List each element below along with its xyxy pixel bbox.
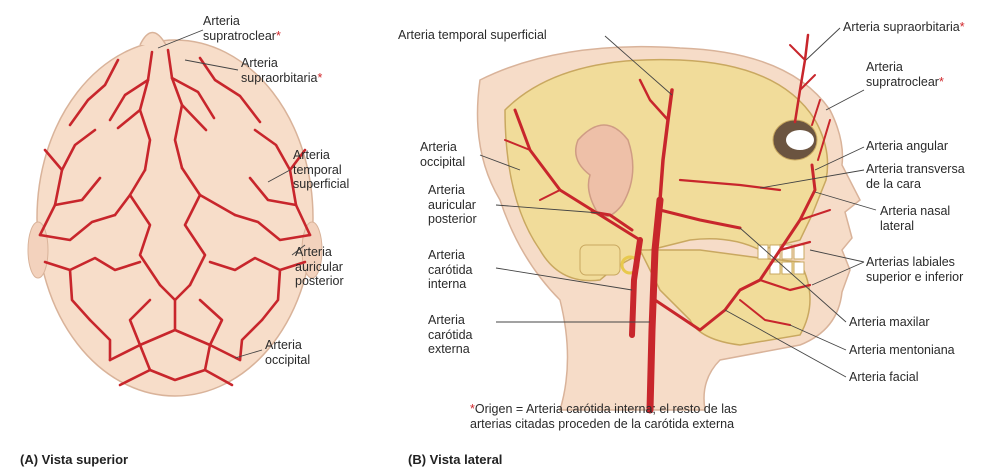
label-b-auricular: Arteria auricular posterior [428, 183, 477, 227]
label-b-labiales: Arterias labiales superior e inferior [866, 255, 963, 284]
label-a-supraorbitaria: Arteria supraorbitaria* [241, 56, 322, 85]
label-b-occipital: Arteria occipital [420, 140, 465, 169]
label-b-temporal: Arteria temporal superficial [398, 28, 547, 43]
label-a-supratroclear: Arteria supratroclear* [203, 14, 281, 43]
label-a-occipital: Arteria occipital [265, 338, 310, 367]
origin-footnote: *Origen = Arteria carótida interna; el r… [470, 402, 737, 432]
label-b-carotida-externa: Arteria carótida externa [428, 313, 472, 357]
caption-lateral-view: (B) Vista lateral [408, 452, 502, 467]
label-b-supratroclear: Arteria supratroclear* [866, 60, 944, 89]
label-b-transversa: Arteria transversa de la cara [866, 162, 965, 191]
label-b-nasal: Arteria nasal lateral [880, 204, 950, 233]
label-b-angular: Arteria angular [866, 139, 948, 154]
label-b-maxilar: Arteria maxilar [849, 315, 930, 330]
label-a-temporal: Arteria temporal superficial [293, 148, 349, 192]
caption-superior-view: (A) Vista superior [20, 452, 128, 467]
label-b-carotida-interna: Arteria carótida interna [428, 248, 472, 292]
label-b-facial: Arteria facial [849, 370, 918, 385]
label-b-supraorbitaria: Arteria supraorbitaria* [843, 20, 965, 35]
label-a-auricular: Arteria auricular posterior [295, 245, 344, 289]
label-b-mentoniana: Arteria mentoniana [849, 343, 955, 358]
